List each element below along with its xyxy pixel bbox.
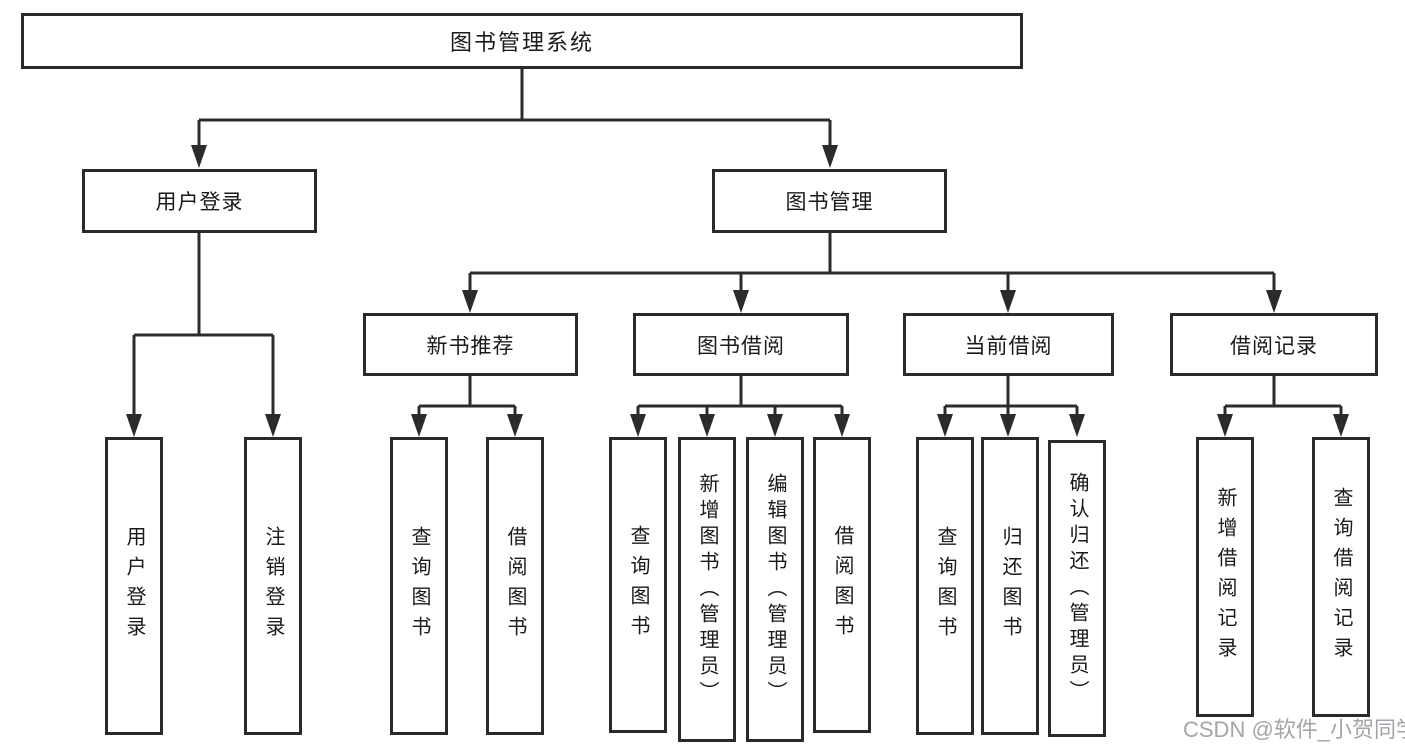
- branch-root-to-level2: [197, 69, 832, 146]
- leaf-label: 查询图书: [934, 526, 956, 646]
- leaf-label: 查询借阅记录: [1330, 487, 1352, 667]
- leaf-add-borrow-record: 新增借阅记录: [1196, 437, 1254, 717]
- leaf-query-books-recommend: 查询图书: [390, 437, 448, 735]
- leaf-label: 确认归还（管理员）: [1066, 471, 1088, 706]
- leaf-label: 借阅图书: [504, 526, 526, 646]
- leaf-borrow-books-borrowing: 借阅图书: [813, 437, 871, 733]
- branch-new-book-recommend: [417, 376, 517, 415]
- leaf-borrow-books-recommend: 借阅图书: [486, 437, 544, 735]
- leaf-label: 编辑图书（管理员）: [764, 472, 786, 707]
- csdn-watermark: CSDN @软件_小贺同学: [1183, 717, 1405, 742]
- leaf-confirm-return-admin: 确认归还（管理员）: [1048, 440, 1106, 737]
- leaf-label: 查询图书: [408, 526, 430, 646]
- node-new-book-recommend: 新书推荐: [363, 313, 578, 376]
- leaf-query-borrow-record: 查询借阅记录: [1312, 437, 1370, 717]
- leaf-query-books-borrowing: 查询图书: [609, 437, 667, 733]
- node-book-borrowing: 图书借阅: [633, 313, 849, 376]
- branch-book-management-to-level3: [468, 233, 1276, 291]
- branch-borrowing-records: [1223, 376, 1343, 415]
- node-current-borrowing: 当前借阅: [903, 313, 1114, 376]
- node-user-login: 用户登录: [82, 169, 317, 233]
- branch-book-borrowing: [636, 376, 844, 415]
- leaf-label: 新增借阅记录: [1214, 487, 1236, 667]
- node-book-management: 图书管理: [712, 169, 947, 233]
- leaf-edit-book-admin: 编辑图书（管理员）: [746, 437, 804, 742]
- leaf-label: 注销登录: [262, 526, 284, 646]
- leaf-label: 用户登录: [123, 526, 145, 646]
- leaf-label: 查询图书: [627, 525, 649, 645]
- leaf-return-book: 归还图书: [981, 437, 1039, 735]
- branch-user-login-to-leaves: [132, 233, 275, 415]
- leaf-logout: 注销登录: [244, 437, 302, 735]
- leaf-label: 借阅图书: [831, 525, 853, 645]
- branch-current-borrowing: [943, 376, 1079, 415]
- leaf-label: 归还图书: [999, 526, 1021, 646]
- leaf-query-books-current: 查询图书: [916, 437, 974, 735]
- node-borrowing-records: 借阅记录: [1170, 313, 1378, 376]
- leaf-add-book-admin: 新增图书（管理员）: [678, 437, 736, 742]
- leaf-label: 新增图书（管理员）: [696, 472, 718, 707]
- node-system-root: 图书管理系统: [21, 13, 1023, 69]
- leaf-user-login: 用户登录: [105, 437, 163, 735]
